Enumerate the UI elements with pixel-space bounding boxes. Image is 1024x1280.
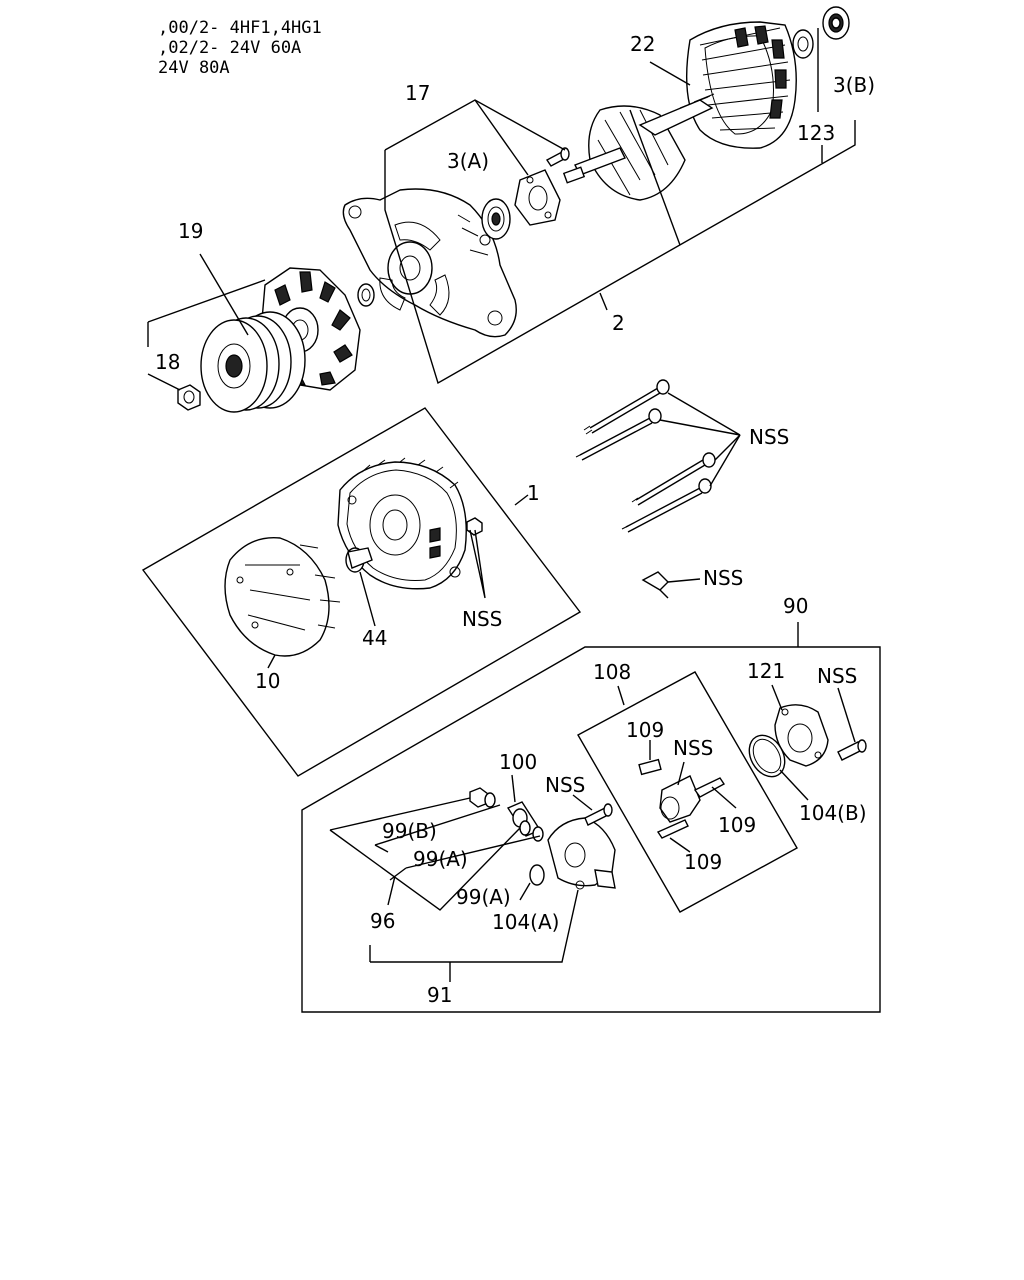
callout-99a-upper: 99(A): [413, 847, 468, 871]
box108-leaders: [649, 740, 737, 853]
o-ring-104b-part: [748, 734, 786, 778]
pulley-nut-part: [177, 384, 201, 411]
rear-hex-nut-part: [466, 517, 483, 536]
callout-nss-bracket: NSS: [703, 566, 743, 590]
callout-19: 19: [178, 219, 203, 243]
regulator-screw-part: [584, 803, 613, 826]
brush-holder-part: [656, 775, 726, 839]
terminal-bracket-part: [641, 571, 701, 599]
regulator-cover-part: [774, 704, 829, 767]
regulator-outer-box: [301, 646, 881, 1013]
callout-109-bottom: 109: [684, 850, 722, 874]
callout-104a: 104(A): [492, 910, 559, 934]
o-ring-104a-part: [529, 864, 545, 886]
bearing-123-part: [792, 29, 814, 59]
callout-3a: 3(A): [447, 149, 489, 173]
callout-10: 10: [255, 669, 280, 693]
front-housing-part: [342, 188, 517, 338]
callout-18: 18: [155, 350, 180, 374]
callout-44: 44: [362, 626, 387, 650]
top-leader-lines: [147, 28, 856, 391]
through-bolts-part: [575, 379, 716, 533]
rear-housing-group-box: [141, 407, 582, 777]
callout-100: 100: [499, 750, 537, 774]
stator-part: [686, 21, 797, 149]
regulator-body-part: [547, 817, 616, 890]
header-amperage-line: 24V 80A: [158, 58, 230, 78]
header-voltage-line: ,02/2- 24V 60A: [158, 38, 302, 58]
pulley-part: [200, 311, 306, 413]
bolts-leader-lines: [659, 392, 741, 487]
callout-nss-brush: NSS: [673, 736, 713, 760]
bearing-3b-part: [822, 6, 850, 40]
callout-99a-lower: 99(A): [456, 885, 511, 909]
box1-leader-lines: [267, 529, 486, 669]
callout-2: 2: [612, 311, 625, 335]
rotor-part: [562, 93, 715, 201]
callout-104b: 104(B): [799, 801, 867, 825]
callout-nss-bolts: NSS: [749, 425, 789, 449]
callout-108: 108: [593, 660, 631, 684]
cover-screw-part: [837, 739, 867, 761]
callout-nss-cover: NSS: [817, 664, 857, 688]
callout-nss-frame: NSS: [462, 607, 502, 631]
callout-91: 91: [427, 983, 452, 1007]
callout-109-top: 109: [626, 718, 664, 742]
callout-nss-regulator: NSS: [545, 773, 585, 797]
box90-left-leaders: [329, 774, 593, 982]
bearing-3a-part: [481, 198, 511, 240]
callout-17: 17: [405, 81, 430, 105]
header-model-line: ,00/2- 4HF1,4HG1: [158, 18, 322, 38]
bushing-44-part: [345, 547, 373, 573]
box90-right-leaders: [771, 684, 856, 801]
callout-121: 121: [747, 659, 785, 683]
spacer-ring-part: [357, 283, 375, 307]
callout-99b: 99(B): [382, 819, 437, 843]
brush-holder-box: [577, 671, 798, 913]
callout-90: 90: [783, 594, 808, 618]
callout-22: 22: [630, 32, 655, 56]
callout-109-right: 109: [718, 813, 756, 837]
bearing-retainer-plate-part: [514, 169, 561, 226]
brush-109-part: [638, 758, 662, 776]
callout-96: 96: [370, 909, 395, 933]
callout-1: 1: [527, 481, 540, 505]
callout-3b: 3(B): [833, 73, 875, 97]
retainer-screw-part: [545, 147, 570, 167]
callout-123: 123: [797, 121, 835, 145]
rear-plate-part: [224, 536, 341, 657]
washers-99a-part: [484, 792, 544, 842]
